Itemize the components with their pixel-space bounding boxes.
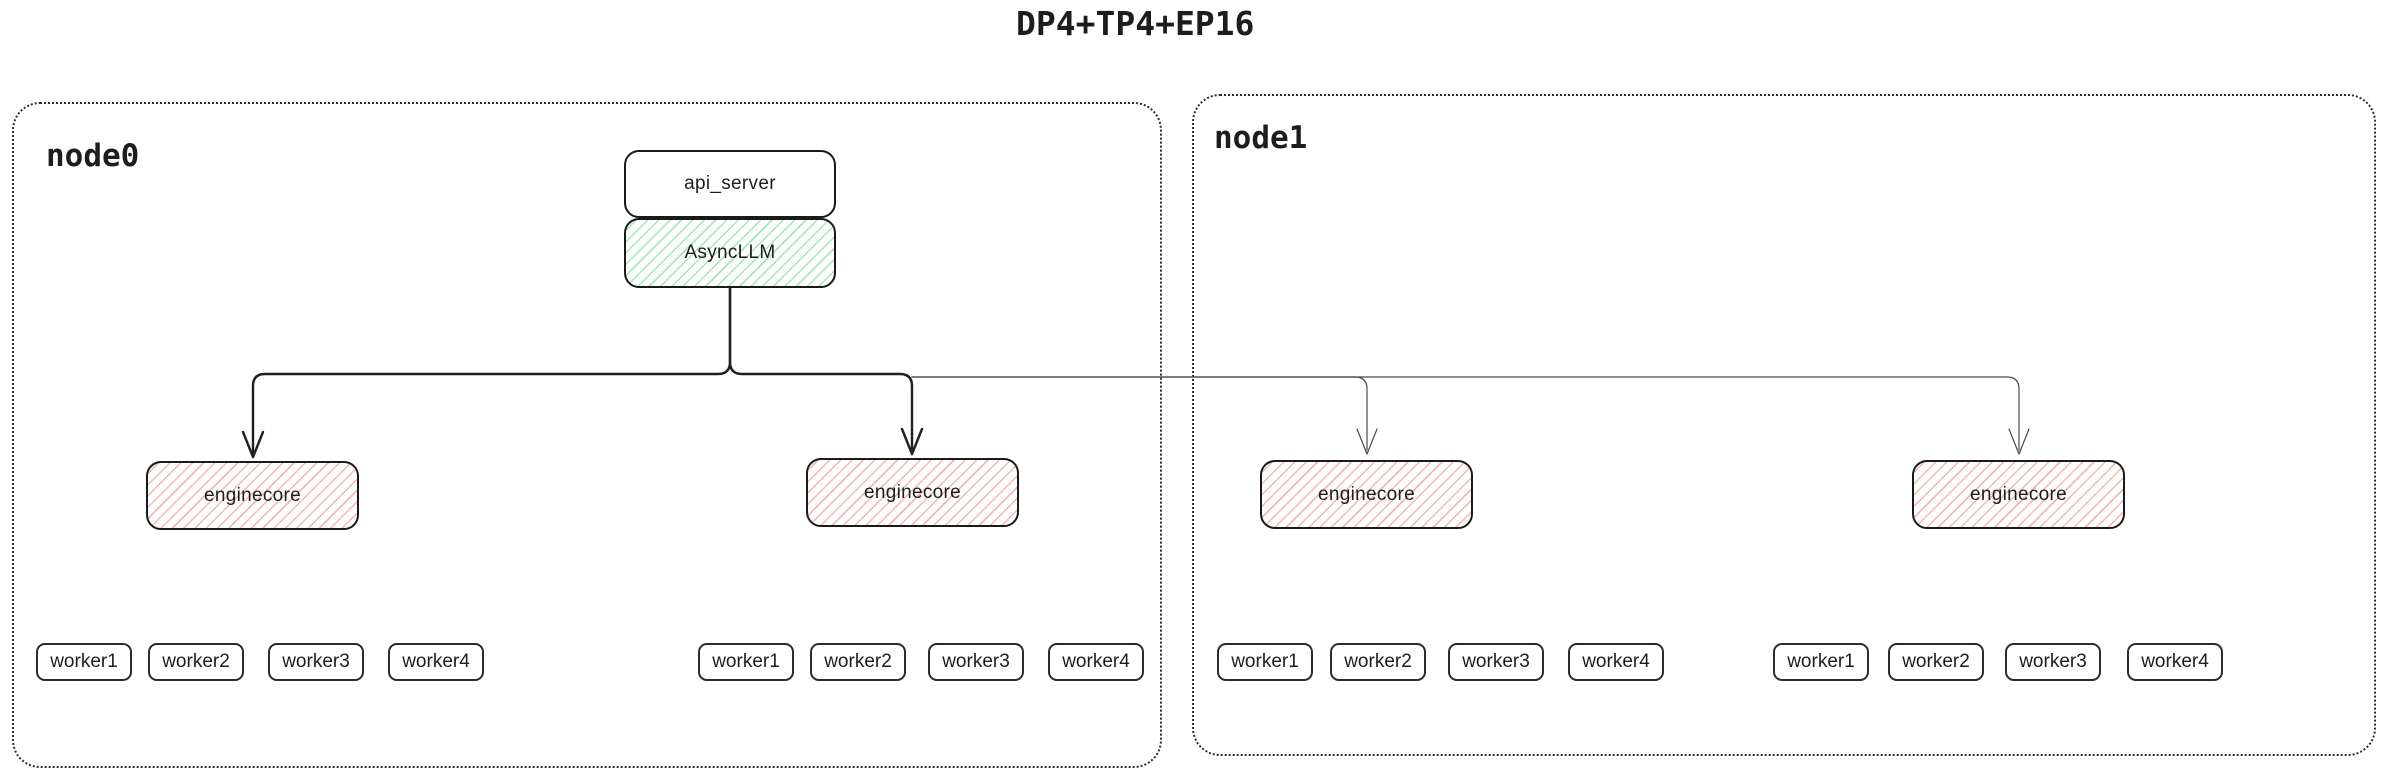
worker-box: worker1 <box>1217 643 1313 681</box>
node0-label: node0 <box>46 138 140 174</box>
worker-box: worker3 <box>928 643 1024 681</box>
asyncllm-label: AsyncLLM <box>684 242 776 263</box>
worker-box: worker4 <box>1568 643 1664 681</box>
enginecore-box-3: enginecore <box>1260 460 1473 529</box>
worker-box: worker1 <box>1773 643 1869 681</box>
worker-label: worker1 <box>1231 651 1299 672</box>
worker-label: worker4 <box>1582 651 1650 672</box>
worker-label: worker1 <box>50 651 118 672</box>
worker-label: worker2 <box>824 651 892 672</box>
worker-label: worker3 <box>282 651 350 672</box>
enginecore-box-4: enginecore <box>1912 460 2125 529</box>
asyncllm-box: AsyncLLM <box>624 218 836 288</box>
worker-label: worker4 <box>2141 651 2209 672</box>
enginecore-label: enginecore <box>1969 483 2068 505</box>
worker-label: worker4 <box>1062 651 1130 672</box>
worker-label: worker1 <box>1787 651 1855 672</box>
worker-box: worker2 <box>810 643 906 681</box>
enginecore-box-2: enginecore <box>806 458 1019 527</box>
worker-label: worker3 <box>2019 651 2087 672</box>
enginecore-label: enginecore <box>203 484 302 506</box>
api-server-box: api_server <box>624 150 836 218</box>
worker-label: worker1 <box>712 651 780 672</box>
worker-box: worker2 <box>148 643 244 681</box>
worker-label: worker2 <box>1344 651 1412 672</box>
node1-label: node1 <box>1214 120 1308 156</box>
enginecore-label: enginecore <box>1317 483 1416 505</box>
worker-box: worker4 <box>388 643 484 681</box>
worker-box: worker4 <box>1048 643 1144 681</box>
worker-box: worker3 <box>2005 643 2101 681</box>
worker-label: worker3 <box>1462 651 1530 672</box>
worker-label: worker4 <box>402 651 470 672</box>
worker-box: worker3 <box>1448 643 1544 681</box>
worker-label: worker2 <box>162 651 230 672</box>
worker-box: worker4 <box>2127 643 2223 681</box>
worker-box: worker2 <box>1888 643 1984 681</box>
worker-box: worker1 <box>698 643 794 681</box>
enginecore-label: enginecore <box>863 481 962 503</box>
worker-box: worker3 <box>268 643 364 681</box>
enginecore-box-1: enginecore <box>146 461 359 530</box>
worker-label: worker2 <box>1902 651 1970 672</box>
worker-box: worker1 <box>36 643 132 681</box>
diagram-title: DP4+TP4+EP16 <box>1016 4 1255 43</box>
worker-label: worker3 <box>942 651 1010 672</box>
api-server-label: api_server <box>684 173 776 194</box>
worker-box: worker2 <box>1330 643 1426 681</box>
